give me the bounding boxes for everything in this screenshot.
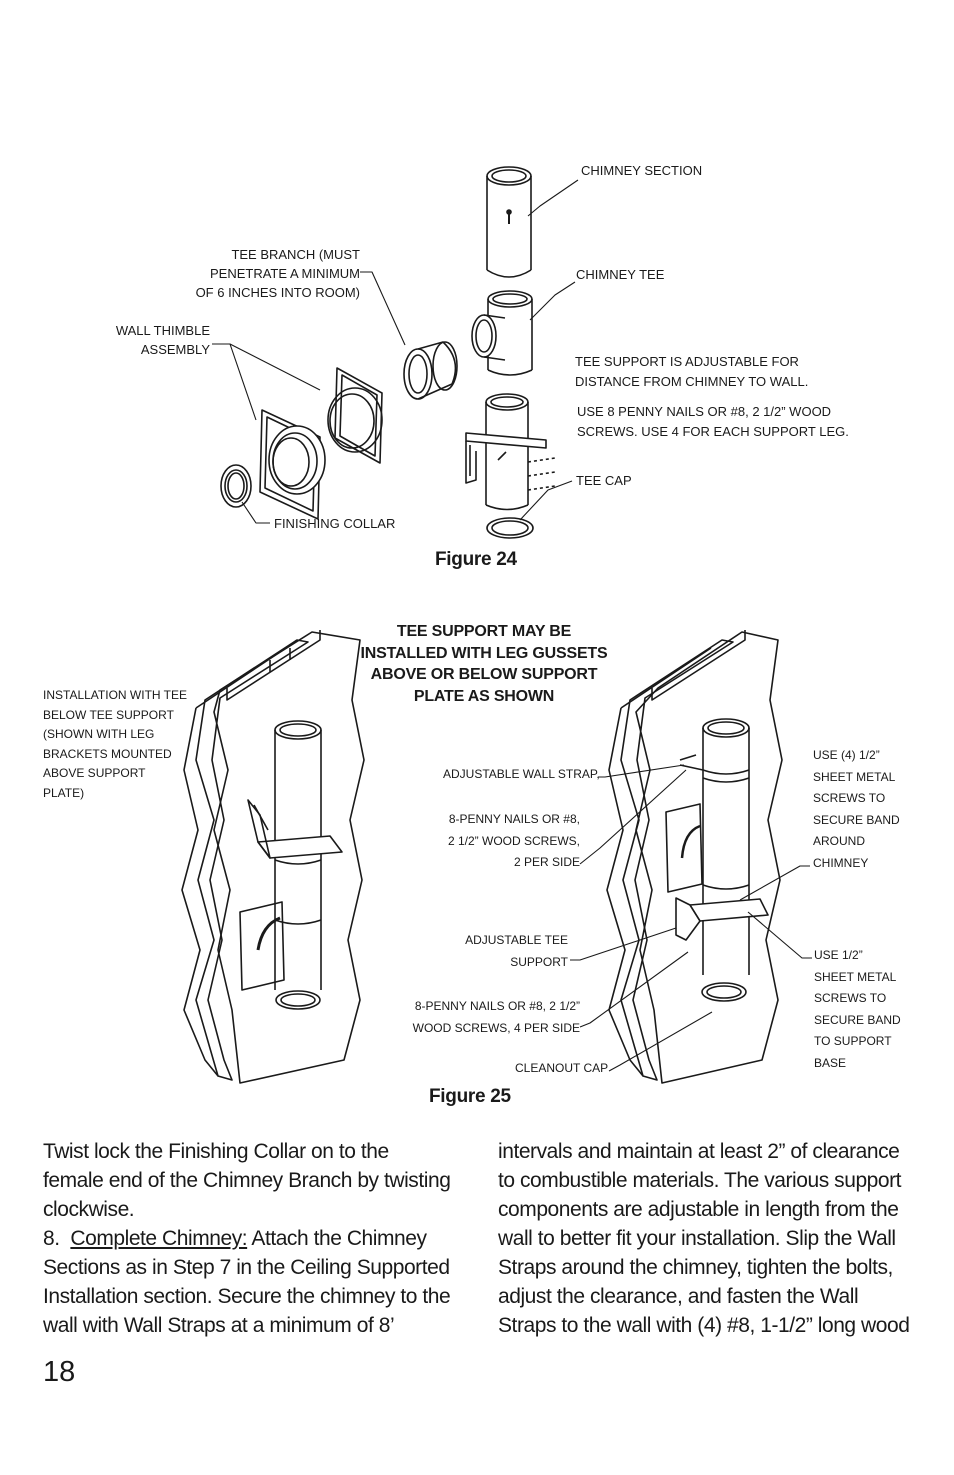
installation-below-label: INSTALLATION WITH TEE BELOW TEE SUPPORT …: [43, 688, 188, 800]
use-4-half-label: USE (4) 1/2” SHEET METAL SCREWS TO SECUR…: [813, 748, 900, 870]
figure-25-left-wall: [181, 630, 365, 1084]
body-left-column: Twist lock the Finishing Collar on to th…: [43, 1137, 453, 1340]
chimney-tee-label: CHIMNEY TEE: [576, 267, 665, 282]
chimney-section-label: CHIMNEY SECTION: [581, 163, 703, 178]
chimney-tee-part: [471, 290, 533, 376]
page-number: 18: [43, 1356, 76, 1388]
tee-branch-part: [403, 341, 458, 400]
use-8-penny-label: USE 8 PENNY NAILS OR #8, 2 1/2” WOOD SCR…: [577, 404, 849, 439]
tee-support-adjustable-label: TEE SUPPORT IS ADJUSTABLE FOR DISTANCE F…: [575, 354, 809, 389]
figure-25-caption: Figure 25: [429, 1086, 511, 1107]
nails-2-per-side-label: 8-PENNY NAILS OR #8, 2 1/2” WOOD SCREWS,…: [447, 812, 580, 869]
body-left-paragraph-1: Twist lock the Finishing Collar on to th…: [43, 1140, 451, 1221]
figure-24-caption: Figure 24: [435, 549, 517, 570]
step-number: 8.: [43, 1227, 71, 1250]
wall-thimble-front-part: [259, 409, 326, 520]
use-half-label: USE 1/2” SHEET METAL SCREWS TO SECURE BA…: [814, 948, 901, 1070]
complete-chimney-text: Attach the Chimney Sections as in Step 7…: [43, 1227, 451, 1337]
figure-25-right-wall: [606, 630, 783, 1084]
tee-cap-part: [486, 517, 534, 539]
tee-support-note: TEE SUPPORT MAY BE INSTALLED WITH LEG GU…: [360, 623, 608, 705]
adjustable-wall-strap-label: ADJUSTABLE WALL STRAP,: [443, 767, 600, 781]
finishing-collar-part: [220, 464, 252, 508]
wall-thimble-label: WALL THIMBLE ASSEMBLY: [115, 323, 210, 357]
wall-thimble-rear-part: [327, 367, 383, 464]
complete-chimney-heading: Complete Chimney:: [70, 1227, 248, 1250]
tee-cap-label: TEE CAP: [576, 473, 632, 488]
cleanout-cap-label: CLEANOUT CAP: [515, 1061, 609, 1075]
chimney-section-part: [486, 166, 532, 278]
body-right-column: intervals and maintain at least 2” of cl…: [498, 1137, 910, 1340]
adjustable-tee-support-label: ADJUSTABLE TEE SUPPORT: [465, 933, 568, 969]
body-left-paragraph-2: 8. Complete Chimney: Attach the Chimney …: [43, 1224, 453, 1340]
tee-branch-label: TEE BRANCH (MUST PENETRATE A MINIMUM OF …: [195, 247, 360, 300]
body-right-paragraph-1: intervals and maintain at least 2” of cl…: [498, 1140, 910, 1337]
tee-support-part: [465, 393, 556, 511]
finishing-collar-label: FINISHING COLLAR: [274, 516, 396, 531]
nails-4-per-side-label: 8-PENNY NAILS OR #8, 2 1/2” WOOD SCREWS,…: [412, 999, 580, 1035]
